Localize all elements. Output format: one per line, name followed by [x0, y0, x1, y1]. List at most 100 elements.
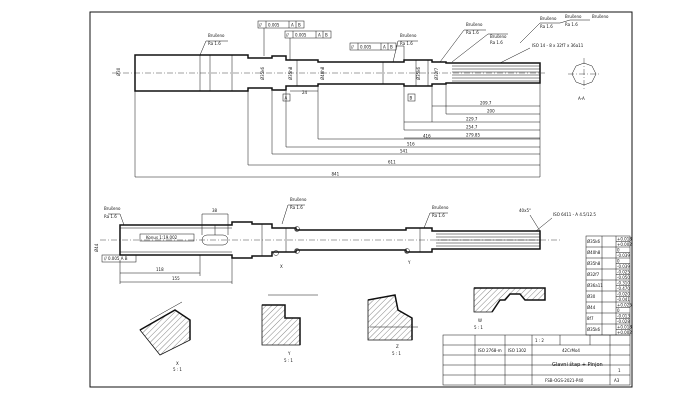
- svg-text:Ra 1.6: Ra 1.6: [466, 30, 479, 35]
- svg-text:A: A: [318, 33, 321, 38]
- svg-text:Brušeno: Brušeno: [540, 16, 557, 21]
- format: A3: [614, 378, 620, 383]
- section-a-a: A-A: [568, 58, 600, 101]
- part-name: Glavni štap + Pinjon: [552, 361, 603, 368]
- table-cell: -0.310: [617, 281, 630, 286]
- view-y-marker: Y: [407, 260, 411, 265]
- svg-text://: //: [286, 33, 289, 38]
- svg-text:5 : 1: 5 : 1: [392, 351, 401, 356]
- table-cell: +0.002: [617, 242, 632, 247]
- table-cell: Ø32f7: [587, 272, 600, 277]
- svg-text:Brušeno: Brušeno: [432, 205, 449, 210]
- diameter-label: Ø35k6: [416, 66, 421, 80]
- svg-text:B: B: [390, 45, 393, 50]
- view-x-marker: X: [280, 264, 283, 269]
- svg-text:5 : 1: 5 : 1: [284, 358, 293, 363]
- svg-text:B: B: [325, 33, 328, 38]
- svg-text:Brušeno: Brušeno: [565, 14, 582, 19]
- svg-text:0.005: 0.005: [360, 45, 372, 50]
- dim-155: 155: [172, 276, 180, 281]
- detail-w: W 5 : 1: [473, 287, 546, 330]
- table-cell: -0.470: [617, 286, 630, 291]
- svg-text:B: B: [298, 23, 301, 28]
- svg-text:A: A: [291, 23, 294, 28]
- table-cell: -0.050: [617, 275, 630, 280]
- roughness-callout: Brušeno Ra 1.6: [392, 33, 418, 63]
- table-cell: Ø30: [587, 294, 596, 299]
- keyway-label: Konus 1:19.002: [146, 235, 178, 240]
- roughness-callout: Brušeno Ra 1.6: [199, 33, 228, 56]
- sheet: 1: [618, 368, 621, 373]
- svg-text:W: W: [478, 318, 482, 323]
- left-frame: // 0.005 A B: [104, 256, 128, 261]
- table-cell: Ø40h8: [587, 250, 601, 255]
- svg-text:Brušeno: Brušeno: [400, 33, 417, 38]
- dimension-value: 541: [400, 149, 408, 154]
- table-cell: Ø35h8: [587, 261, 601, 266]
- drawing-frame: [89, 11, 633, 388]
- svg-text:0.005: 0.005: [268, 23, 280, 28]
- svg-text:Brušeno: Brušeno: [490, 34, 507, 39]
- dimension-value: 200: [487, 109, 495, 114]
- svg-text:Ra 1.6: Ra 1.6: [565, 22, 578, 27]
- scale: 1 : 2: [535, 338, 544, 343]
- dimension-value: 279.85: [466, 133, 480, 138]
- dimension-value: 254.7: [466, 125, 478, 130]
- table-cell: -0.025: [617, 270, 630, 275]
- table-cell: -0.039: [617, 253, 630, 258]
- drawing-number: FSB-OGS-2021-P40: [545, 378, 584, 383]
- detail-x: X 5 : 1: [139, 301, 191, 372]
- angle-label: 40x5°: [519, 208, 531, 213]
- svg-text:Ra 1.6: Ra 1.6: [208, 41, 221, 46]
- roughness-callout: Brušeno Ra 1.6: [519, 16, 560, 44]
- svg-text:Brušeno: Brušeno: [290, 197, 307, 202]
- tolerance-frame: // 0.005 A B: [284, 30, 332, 60]
- keyway-width: 38: [212, 208, 218, 213]
- roughness-callout: Brušeno Ra 1.6: [281, 197, 307, 225]
- svg-text:Z: Z: [396, 344, 399, 349]
- spline-note-side: ISO 6411 - A 4.5/12.5: [553, 212, 596, 217]
- table-cell: +0.025: [617, 303, 632, 308]
- table-cell: 0: [617, 248, 620, 253]
- dim-24: 24: [302, 90, 308, 95]
- diameter-label: Ø35k6: [260, 66, 265, 80]
- svg-text:Ra 1.6: Ra 1.6: [432, 213, 445, 218]
- svg-text:Ra 1.6: Ra 1.6: [540, 24, 553, 29]
- svg-text:Ra 1.6: Ra 1.6: [490, 40, 503, 45]
- table-cell: 8f7: [587, 316, 594, 321]
- table-cell: 0: [617, 308, 620, 313]
- svg-text:5 : 1: 5 : 1: [474, 325, 483, 330]
- table-cell: -0.039: [617, 264, 630, 269]
- detail-y: Y 5 : 1: [261, 294, 318, 363]
- table-cell: Ø35k6: [587, 327, 601, 332]
- datum-b: B: [410, 96, 413, 101]
- roughness-callout: Brušeno Ra 1.6: [104, 206, 125, 226]
- diameter-label: Ø30: [116, 67, 121, 76]
- table-cell: 0: [617, 259, 620, 264]
- svg-text:5 : 1: 5 : 1: [173, 367, 182, 372]
- roughness-callout: Brušeno Ra 1.6 Brušeno: [559, 14, 609, 27]
- svg-text:Y: Y: [287, 351, 291, 356]
- svg-text://: //: [259, 23, 262, 28]
- section-label: A-A: [578, 96, 585, 101]
- shaft-side-view: Konus 1:19.002 38 118 155 Ø44 // 0.005 A…: [94, 197, 596, 284]
- spline-note-top: ISO 14 - 8 x 32f7 x 36a11: [532, 43, 584, 48]
- dim-118: 118: [156, 267, 164, 272]
- diameter-label: Ø40h8: [320, 66, 325, 80]
- standard-2: ISO 1302: [508, 348, 527, 353]
- dimension-value: 841: [332, 172, 340, 177]
- spline-teeth-side: [436, 230, 540, 250]
- svg-text:Brušeno: Brušeno: [208, 33, 225, 38]
- roughness-callout: Brušeno Ra 1.6: [451, 33, 508, 63]
- table-cell: Ø35k6: [587, 239, 601, 244]
- left-diameter: Ø44: [94, 243, 99, 252]
- dimension-value: 611: [388, 160, 396, 165]
- title-block: ISO 2768-m ISO 1302 42CrMo4 Glavni štap …: [442, 334, 631, 386]
- table-cell: -0.013: [617, 314, 630, 319]
- table-cell: +0.018: [617, 325, 632, 330]
- svg-text:0.005: 0.005: [295, 33, 307, 38]
- svg-text:Brušeno: Brušeno: [466, 22, 483, 27]
- roughness-callout: Brušeno Ra 1.6: [439, 22, 486, 63]
